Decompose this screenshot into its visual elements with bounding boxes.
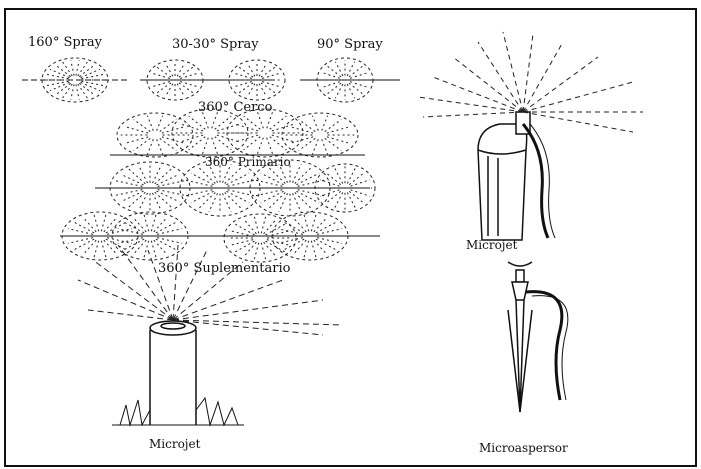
label-microjet-top: Microjet bbox=[466, 238, 517, 252]
label-microaspersor: Microaspersor bbox=[479, 441, 568, 455]
microaspersor-illustration bbox=[508, 262, 568, 412]
microjetBottomSpray-stream bbox=[173, 280, 283, 320]
microjetTopSpray-stream bbox=[433, 77, 523, 112]
pattern-suplementario-3 bbox=[224, 214, 296, 262]
pattern-cerco-4 bbox=[282, 113, 358, 157]
microjetTopSpray-stream bbox=[453, 57, 523, 112]
microjetTopSpray-stream bbox=[523, 82, 633, 112]
label-360-suplementario: 360° Suplementario bbox=[158, 261, 290, 276]
microjet-bottom-illustration bbox=[112, 321, 244, 425]
microjetTopSpray-stream bbox=[523, 57, 598, 112]
pattern-160 bbox=[42, 58, 108, 102]
label-160-spray: 160° Spray bbox=[28, 35, 102, 50]
label-360-primario: 360° Primario bbox=[205, 155, 291, 169]
microjetTopSpray-stream bbox=[523, 112, 633, 132]
microjetTopSpray-stream bbox=[423, 112, 523, 117]
microjetBottomSpray-stream bbox=[173, 300, 323, 320]
label-30-30-spray: 30-30° Spray bbox=[172, 37, 259, 52]
microjet-bottom-spray bbox=[78, 245, 343, 335]
label-360-cerco: 360° Cerco bbox=[198, 100, 272, 115]
label-microjet-bottom: Microjet bbox=[149, 437, 200, 451]
microjetBottomSpray-stream bbox=[118, 245, 173, 320]
microjet-top-illustration bbox=[478, 112, 555, 240]
label-90-spray: 90° Spray bbox=[317, 37, 383, 52]
microjetTopSpray-stream bbox=[478, 42, 523, 112]
microjetTopSpray-stream bbox=[523, 42, 563, 112]
microjetTopSpray-stream bbox=[523, 34, 533, 112]
microjetBottomSpray-stream bbox=[173, 245, 178, 320]
microjetTopSpray-stream bbox=[503, 32, 523, 112]
pattern-cerco-1 bbox=[117, 113, 193, 157]
